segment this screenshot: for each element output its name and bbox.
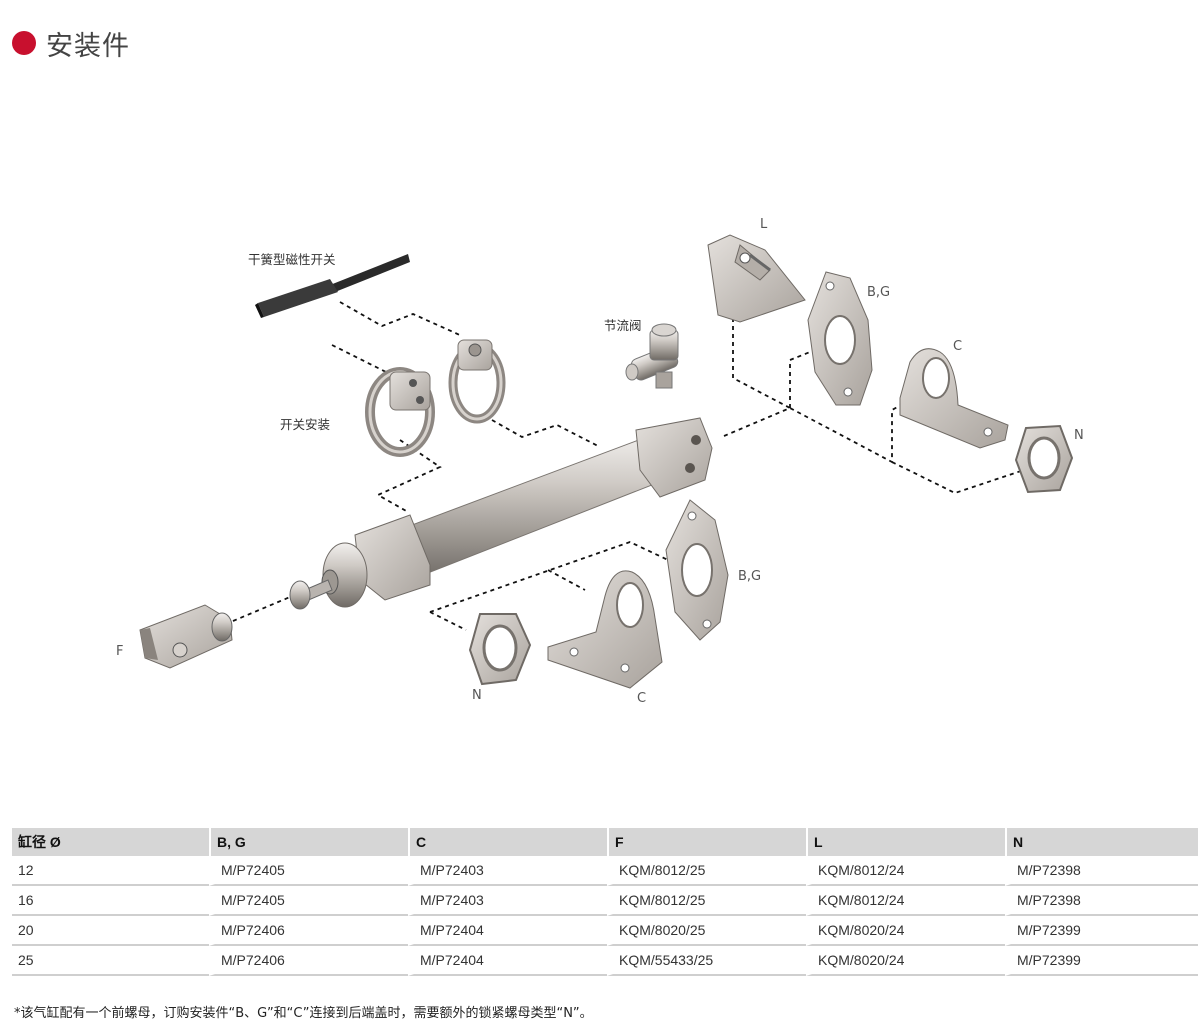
table-cell: KQM/8020/24: [806, 916, 1005, 946]
reed-switch-icon: [255, 254, 410, 318]
label-F: F: [116, 644, 123, 659]
table-cell: KQM/8012/25: [607, 856, 806, 886]
flow-valve-icon: [625, 323, 679, 389]
section-header: 安装件: [12, 26, 130, 62]
bullet-dot-icon: [12, 31, 36, 55]
foot-bracket-top-icon: [899, 348, 1009, 449]
table-cell: M/P72404: [408, 946, 607, 976]
label-C-top: C: [953, 339, 962, 354]
switch-clamp-right-icon: [448, 339, 506, 424]
table-row: 20 M/P72406 M/P72404 KQM/8020/25 KQM/802…: [12, 916, 1198, 946]
label-switch-mount: 开关安装: [280, 417, 330, 432]
label-C-bottom: C: [637, 691, 646, 706]
flange-bottom-icon: [665, 499, 729, 641]
table-cell: 16: [12, 886, 209, 916]
section-title: 安装件: [46, 30, 130, 62]
table-cell: M/P72403: [408, 856, 607, 886]
table-cell: KQM/55433/25: [607, 946, 806, 976]
label-BG-bottom: B,G: [738, 569, 761, 584]
table-cell: KQM/8020/25: [607, 916, 806, 946]
table-row: 12 M/P72405 M/P72403 KQM/8012/25 KQM/801…: [12, 856, 1198, 886]
table-row: 16 M/P72405 M/P72403 KQM/8012/25 KQM/801…: [12, 886, 1198, 916]
column-header: 缸径 Ø: [12, 828, 209, 856]
table-cell: M/P72399: [1005, 946, 1198, 976]
column-header: F: [607, 828, 806, 856]
label-flow-valve: 节流阀: [604, 318, 642, 333]
table-cell: M/P72398: [1005, 886, 1198, 916]
table-cell: 25: [12, 946, 209, 976]
hex-nut-bottom-icon: [468, 613, 532, 686]
table-cell: M/P72398: [1005, 856, 1198, 886]
table-cell: M/P72406: [209, 946, 408, 976]
label-N-top: N: [1074, 428, 1084, 443]
accessory-part-table: 缸径 Ø B, G C F L N 12 M/P72405 M/P72403 K…: [12, 828, 1198, 976]
table-cell: M/P72405: [209, 886, 408, 916]
table-cell: M/P72406: [209, 916, 408, 946]
table-cell: KQM/8020/24: [806, 946, 1005, 976]
table-cell: 12: [12, 856, 209, 886]
table-cell: KQM/8012/24: [806, 856, 1005, 886]
rod-clevis-icon: [139, 604, 233, 669]
column-header: N: [1005, 828, 1198, 856]
table-cell: M/P72405: [209, 856, 408, 886]
flange-top-icon: [807, 271, 873, 406]
label-L: L: [760, 217, 768, 232]
table-cell: M/P72399: [1005, 916, 1198, 946]
column-header: C: [408, 828, 607, 856]
footnote: *该气缸配有一个前螺母，订购安装件“B、G”和“C”连接到后端盖时，需要额外的锁…: [14, 1006, 593, 1021]
label-N-bottom: N: [472, 688, 482, 703]
table-row: 25 M/P72406 M/P72404 KQM/55433/25 KQM/80…: [12, 946, 1198, 976]
column-header: B, G: [209, 828, 408, 856]
table-cell: M/P72404: [408, 916, 607, 946]
foot-bracket-bottom-icon: [547, 570, 663, 689]
connector-lines: [232, 301, 1031, 631]
table-header-row: 缸径 Ø B, G C F L N: [12, 828, 1198, 856]
table-cell: 20: [12, 916, 209, 946]
pivot-bracket-icon: [707, 234, 806, 323]
label-BG-top: B,G: [867, 285, 890, 300]
switch-clamp-left-icon: [365, 367, 435, 457]
hex-nut-top-icon: [1014, 424, 1074, 494]
exploded-assembly-diagram: 干簧型磁性开关 开关安装 节流阀 L B,G C N F N C B,G: [116, 217, 1084, 706]
table-cell: M/P72403: [408, 886, 607, 916]
cylinder-body-icon: [289, 417, 713, 610]
column-header: L: [806, 828, 1005, 856]
table-cell: KQM/8012/24: [806, 886, 1005, 916]
label-reed-switch: 干簧型磁性开关: [248, 252, 336, 267]
table-cell: KQM/8012/25: [607, 886, 806, 916]
